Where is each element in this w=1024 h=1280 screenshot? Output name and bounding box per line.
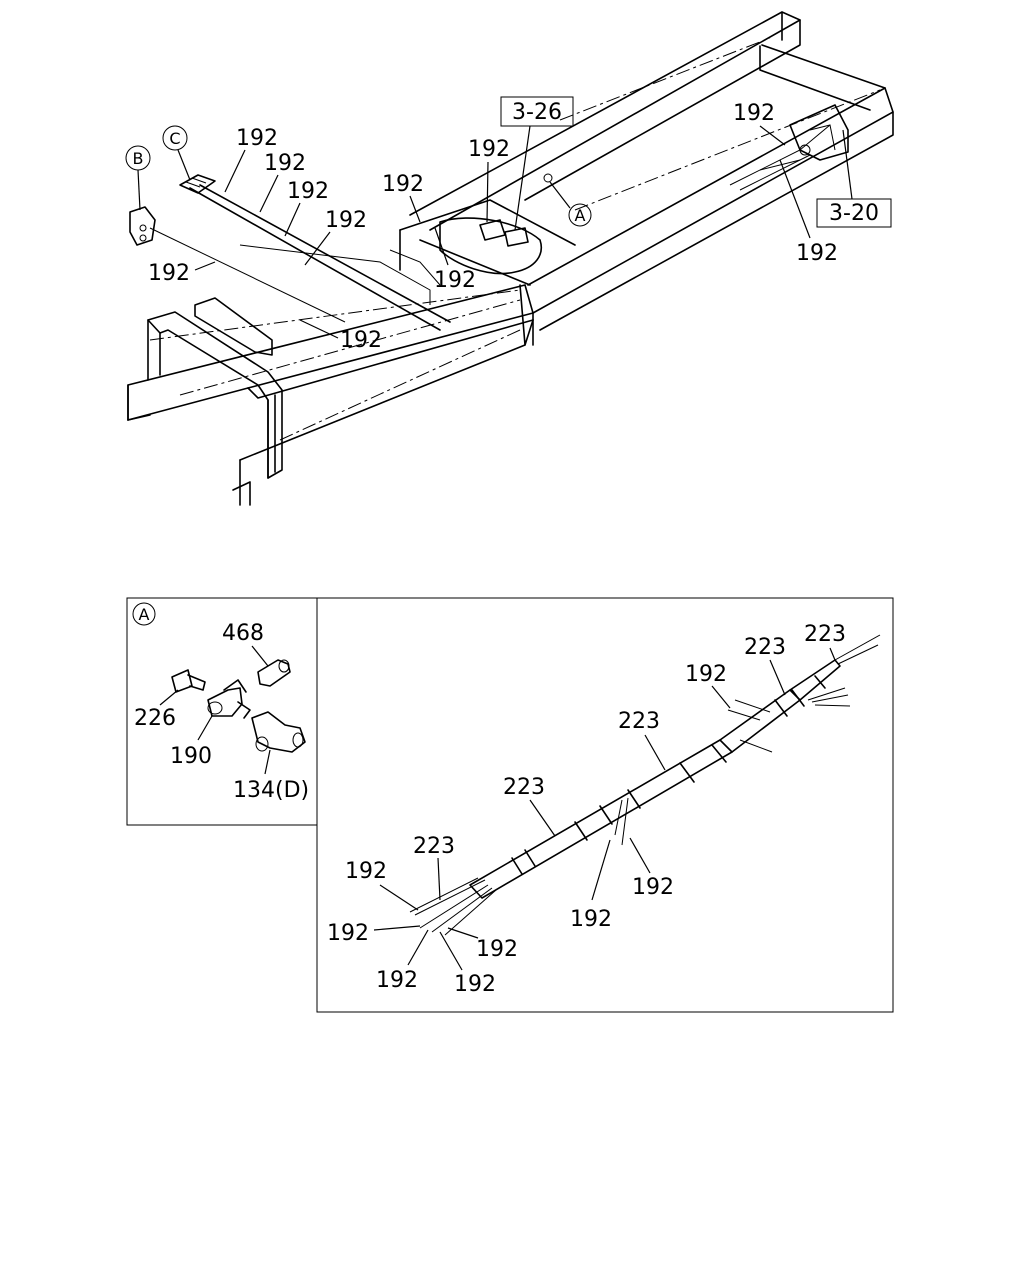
part-label-192: 192 <box>779 159 838 266</box>
ref-box-3-26[interactable]: 3-26 <box>500 96 574 231</box>
part-label-223: 223 <box>744 635 786 696</box>
svg-text:192: 192 <box>376 968 418 993</box>
callout-c: C <box>162 125 191 181</box>
part-label-190: 190 <box>170 715 213 769</box>
harness-drawing <box>409 634 881 936</box>
svg-text:3-20: 3-20 <box>829 201 879 226</box>
svg-text:192: 192 <box>327 921 369 946</box>
part-label-192: 192 <box>439 931 496 997</box>
callout-b: B <box>125 145 151 211</box>
part-label-192: 192 <box>345 859 419 911</box>
tee-fitting-drawing <box>171 659 306 753</box>
part-label-226: 226 <box>134 689 179 731</box>
svg-text:223: 223 <box>744 635 786 660</box>
svg-text:3-26: 3-26 <box>512 100 562 125</box>
ref-box-3-20[interactable]: 3-20 <box>816 129 892 228</box>
svg-text:226: 226 <box>134 706 176 731</box>
svg-text:134(D): 134(D) <box>233 778 309 803</box>
part-label-192: 192 <box>629 837 674 900</box>
svg-text:192: 192 <box>570 907 612 932</box>
svg-text:192: 192 <box>796 241 838 266</box>
part-label-192: 192 <box>447 927 518 962</box>
svg-text:190: 190 <box>170 744 212 769</box>
svg-text:192: 192 <box>345 859 387 884</box>
svg-text:192: 192 <box>476 937 518 962</box>
svg-text:192: 192 <box>434 268 476 293</box>
part-label-192: 192 <box>468 137 510 223</box>
part-label-192: 192 <box>327 921 421 946</box>
chassis-frame-drawing <box>127 11 894 506</box>
svg-text:192: 192 <box>468 137 510 162</box>
svg-text:192: 192 <box>340 328 382 353</box>
part-label-192: 192 <box>685 662 731 709</box>
part-label-223: 223 <box>413 834 455 901</box>
part-label-192: 192 <box>284 179 329 237</box>
part-label-192: 192 <box>148 261 216 286</box>
part-label-223: 223 <box>618 709 666 771</box>
harness-detail-frame <box>316 597 894 1013</box>
svg-text:192: 192 <box>454 972 496 997</box>
svg-text:192: 192 <box>733 101 775 126</box>
svg-text:C: C <box>169 129 180 148</box>
part-label-192: 192 <box>224 126 278 193</box>
svg-text:223: 223 <box>618 709 660 734</box>
svg-text:223: 223 <box>804 622 846 647</box>
svg-text:192: 192 <box>148 261 190 286</box>
part-label-192: 192 <box>259 151 306 213</box>
svg-text:192: 192 <box>632 875 674 900</box>
svg-text:192: 192 <box>685 662 727 687</box>
part-label-192: 192 <box>570 839 612 932</box>
part-label-192: 192 <box>434 227 476 293</box>
detail-a-callout: A <box>132 602 156 626</box>
part-label-192: 192 <box>382 172 424 223</box>
callout-a-upper: A <box>549 181 592 227</box>
svg-text:192: 192 <box>264 151 306 176</box>
svg-text:192: 192 <box>325 208 367 233</box>
svg-text:A: A <box>575 206 586 225</box>
part-label-468: 468 <box>222 621 269 667</box>
svg-text:223: 223 <box>503 775 545 800</box>
part-label-223: 223 <box>804 622 846 661</box>
part-label-223: 223 <box>503 775 556 837</box>
part-label-192: 192 <box>299 319 382 353</box>
part-label-134d: 134(D) <box>233 749 309 803</box>
svg-text:A: A <box>139 605 150 624</box>
part-label-192: 192 <box>304 208 367 266</box>
svg-text:192: 192 <box>287 179 329 204</box>
svg-text:192: 192 <box>382 172 424 197</box>
svg-text:192: 192 <box>236 126 278 151</box>
svg-text:223: 223 <box>413 834 455 859</box>
part-label-192: 192 <box>376 929 429 993</box>
svg-text:468: 468 <box>222 621 264 646</box>
svg-text:B: B <box>133 149 144 168</box>
part-label-192: 192 <box>733 101 786 146</box>
